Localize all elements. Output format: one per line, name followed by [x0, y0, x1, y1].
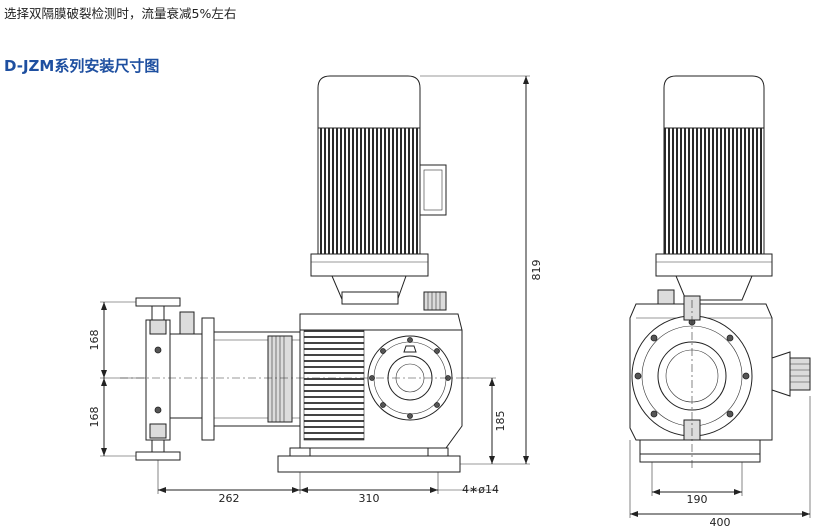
side-motor-flange	[655, 253, 773, 277]
pump-head-flange	[201, 317, 215, 441]
pump-head	[169, 333, 203, 419]
valve-column	[145, 319, 171, 441]
intro-text: 选择双隔膜破裂检测时，流量衰减5%左右	[4, 6, 237, 21]
dimension-length-left: 262	[219, 492, 240, 505]
front-dimensions: 819 185 168 168 262 310 4∗ø14	[88, 75, 543, 505]
motor-fan-cover	[317, 75, 421, 129]
dimension-length-base: 310	[359, 492, 380, 505]
front-view	[120, 75, 470, 473]
terminal-box	[419, 164, 447, 216]
motor-body	[317, 127, 421, 255]
side-view	[629, 75, 811, 470]
dimension-width-outer: 400	[710, 516, 731, 529]
dimension-height-lower: 168	[88, 407, 101, 428]
pump-base	[277, 455, 461, 473]
dimension-height-upper: 168	[88, 330, 101, 351]
side-motor-fan-cover	[663, 75, 765, 129]
stroke-adjust-knob	[423, 291, 447, 311]
dimension-width-inner: 190	[687, 493, 708, 506]
dimension-shaft-height: 185	[494, 411, 507, 432]
inlet-flange	[135, 451, 181, 461]
motor-flange	[310, 253, 429, 277]
outlet-flange	[135, 297, 181, 307]
dimension-bolt-holes: 4∗ø14	[462, 483, 499, 496]
side-dimensions: 190 400	[629, 396, 811, 529]
dimension-height-total: 819	[530, 260, 543, 281]
side-adjust-handle	[771, 351, 791, 397]
section-title: D-JZM系列安装尺寸图	[4, 57, 160, 75]
side-motor-body	[663, 127, 765, 255]
